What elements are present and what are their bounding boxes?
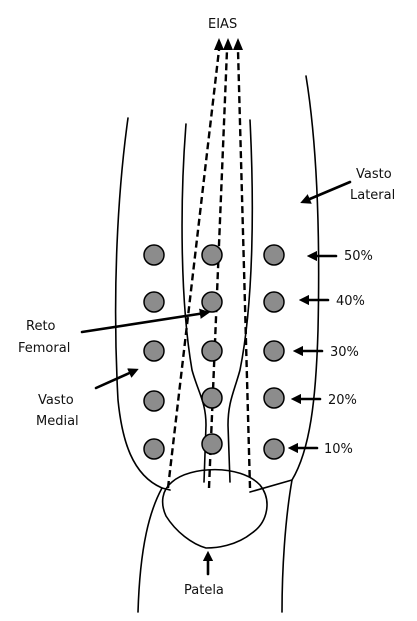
thigh-outline-right — [250, 76, 319, 492]
dashed-line-right — [238, 50, 250, 488]
electrode-medial-20 — [144, 391, 164, 411]
vasto-medial-arrow — [96, 371, 134, 388]
level-50-label: 50% — [344, 249, 373, 264]
dashed-line-left — [168, 50, 219, 488]
electrode-central-10 — [202, 434, 222, 454]
electrode-central-20 — [202, 388, 222, 408]
level-10-label: 10% — [324, 442, 353, 457]
electrode-lateral-40 — [264, 292, 284, 312]
electrode-lateral-50 — [264, 245, 284, 265]
level-20-label: 20% — [328, 393, 357, 408]
vasto-lateral-label-line1: Vasto — [356, 167, 392, 182]
electrode-central-40 — [202, 292, 222, 312]
eias-arrowhead-left — [214, 38, 224, 50]
electrode-medial-50 — [144, 245, 164, 265]
level-40-label: 40% — [336, 294, 365, 309]
electrode-medial-30 — [144, 341, 164, 361]
electrode-central-50 — [202, 245, 222, 265]
electrode-central-30 — [202, 341, 222, 361]
electrode-lateral-10 — [264, 439, 284, 459]
vasto-medial-label-line1: Vasto — [38, 393, 74, 408]
vasto-lateral-label-line2: Lateral — [350, 188, 395, 203]
patella-shape — [163, 470, 267, 548]
vasto-lateral-arrow — [305, 182, 350, 201]
eias-arrowhead-right — [233, 38, 243, 50]
electrode-lateral-20 — [264, 388, 284, 408]
patela-label: Patela — [184, 583, 224, 598]
vasto-medial-label-line2: Medial — [36, 414, 79, 429]
electrode-medial-40 — [144, 292, 164, 312]
eias-arrowhead-center — [223, 38, 233, 50]
electrode-lateral-30 — [264, 341, 284, 361]
eias-label: EIAS — [208, 17, 237, 32]
leg-outline-left — [138, 488, 162, 612]
electrode-medial-10 — [144, 439, 164, 459]
level-30-label: 30% — [330, 345, 359, 360]
leg-outline-right — [282, 480, 292, 612]
reto-femoral-label-line2: Femoral — [18, 341, 70, 356]
reto-femoral-label-line1: Reto — [26, 319, 56, 334]
